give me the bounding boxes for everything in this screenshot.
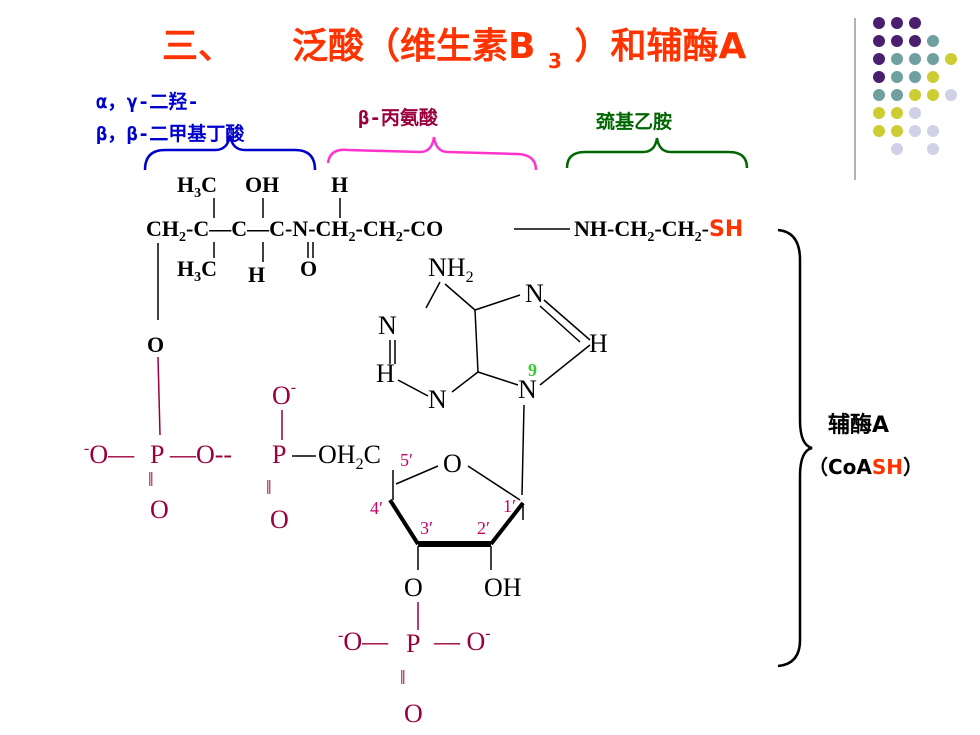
- phosphate2-p: P: [272, 440, 286, 469]
- phosphate-bridge-o: —O--: [169, 440, 232, 469]
- ester-o-link: O: [147, 332, 164, 357]
- adenine-h8: H: [589, 329, 608, 358]
- adenine-n7: N: [525, 279, 544, 308]
- ribose-3-phosphate: -O— P — O- ‖ O: [338, 602, 491, 728]
- carbonyl-o: O: [300, 256, 317, 281]
- oh-top: OH: [245, 172, 279, 197]
- title-main: 泛酸（维生素B: [292, 26, 535, 67]
- title-prefix: 三、: [162, 26, 234, 67]
- phosphate1-p: P: [150, 440, 164, 469]
- brace-beta-alanine: [326, 136, 538, 171]
- main-chain-right: NH-CH2-CH2-SH: [574, 216, 743, 245]
- adenine-n3: N: [428, 385, 447, 414]
- ribose-c2-label: 2′: [477, 518, 490, 538]
- phosphate3-o-bottom: O: [404, 699, 423, 728]
- phosphate3-left-o: -O—: [338, 627, 389, 656]
- adenine-n9-number: 9: [528, 360, 537, 380]
- label-hydroxy-acid-line1: α，γ-二羟-: [96, 90, 199, 113]
- ribose-och2c: OH2C: [318, 440, 381, 473]
- adenine-ring: NH2 N N H H N 9 N: [376, 253, 608, 496]
- label-beta-alanine: β-丙氨酸: [358, 106, 439, 129]
- phosphate1-left-o: -O—: [84, 440, 135, 469]
- title-suffix: ）和辅酶A: [574, 26, 746, 67]
- h-bottom: H: [248, 262, 265, 287]
- coa-abbreviation: （CoASH）: [808, 455, 923, 479]
- ribose-ring-o: O: [443, 449, 462, 478]
- ribose-c4-label: 4′: [370, 498, 383, 518]
- pantothenate-chain: H3C OH H CH2-C—C—C-N-CH2-CH2-CO NH-CH2-C…: [146, 172, 743, 357]
- coa-name: 辅酶A: [828, 412, 889, 438]
- ribose-3-o: O: [404, 573, 423, 602]
- phosphate1-double-bond: ‖: [148, 469, 154, 491]
- adenine-n1: N: [378, 311, 397, 340]
- h-top: H: [331, 172, 348, 197]
- h3c-top: H3C: [177, 172, 217, 201]
- decorative-dot-grid: [873, 17, 957, 155]
- ribose-c5-label: 5′: [400, 450, 413, 470]
- main-chain-left: CH2-C—C—C-N-CH2-CH2-CO: [146, 216, 443, 245]
- phosphate2-o-bottom: O: [270, 505, 289, 534]
- coa-sh: SH: [872, 455, 903, 479]
- phosphate2-double-bond: ‖: [266, 477, 272, 499]
- phosphate3-p: P: [406, 629, 420, 658]
- label-hydroxy-acid-line2: β，β-二甲基丁酸: [96, 122, 245, 145]
- slide-title: 三、 泛酸（维生素B 3 ）和辅酶A: [162, 26, 746, 77]
- ribose-c3-label: 3′: [420, 518, 433, 538]
- adenine-nh2: NH2: [428, 253, 474, 286]
- ribose-2-oh: OH: [484, 573, 522, 602]
- title-subscript: 3: [548, 49, 562, 73]
- ribose-ring: OH2C 5′ O 4′ 3′ 2′ 1′ O OH: [318, 440, 525, 602]
- pyrophosphate: -O— P —O-- ‖ O O- P ‖ O: [84, 356, 316, 534]
- h3c-bottom: H3C: [177, 256, 217, 285]
- brace-coenzyme-a: [777, 228, 813, 668]
- phosphate3-double-bond: ‖: [400, 667, 406, 689]
- adenine-h2: H: [376, 359, 395, 388]
- brace-thioethylamine: [565, 137, 749, 169]
- ribose-c1-label: 1′: [503, 496, 516, 516]
- adenine-n9: N: [518, 375, 537, 404]
- phosphate2-o-top: O-: [272, 379, 296, 410]
- label-thioethylamine: 巯基乙胺: [595, 110, 672, 133]
- phosphate1-o-bottom: O: [150, 495, 169, 524]
- thiol-sh: SH: [709, 217, 743, 242]
- phosphate3-right-o: — O-: [433, 625, 491, 656]
- brace-hydroxy-acid: [143, 134, 317, 171]
